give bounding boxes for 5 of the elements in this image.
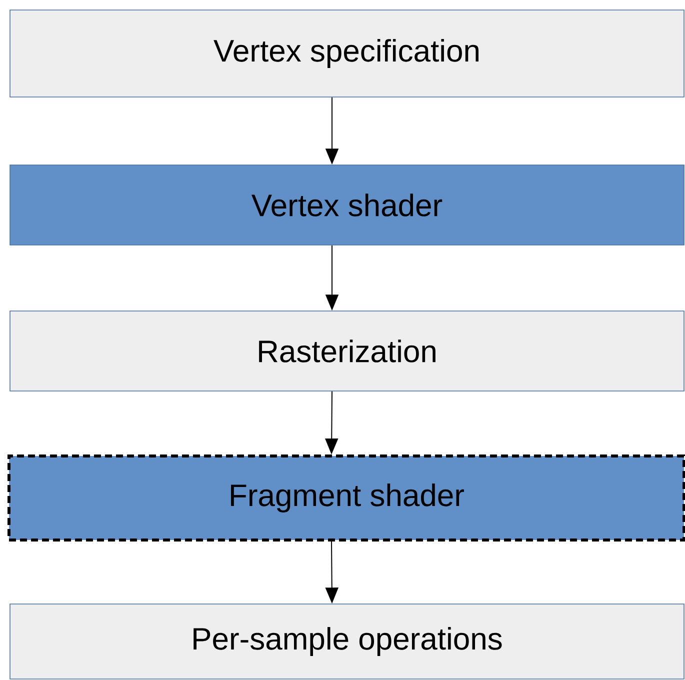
shader-box: Fragment shader [8, 454, 685, 542]
stage-box: Rasterization [10, 310, 684, 392]
stage-box: Per-sample operations [10, 604, 684, 680]
stage-box: Vertex specification [10, 10, 684, 98]
shader-box: Vertex shader [10, 164, 684, 246]
